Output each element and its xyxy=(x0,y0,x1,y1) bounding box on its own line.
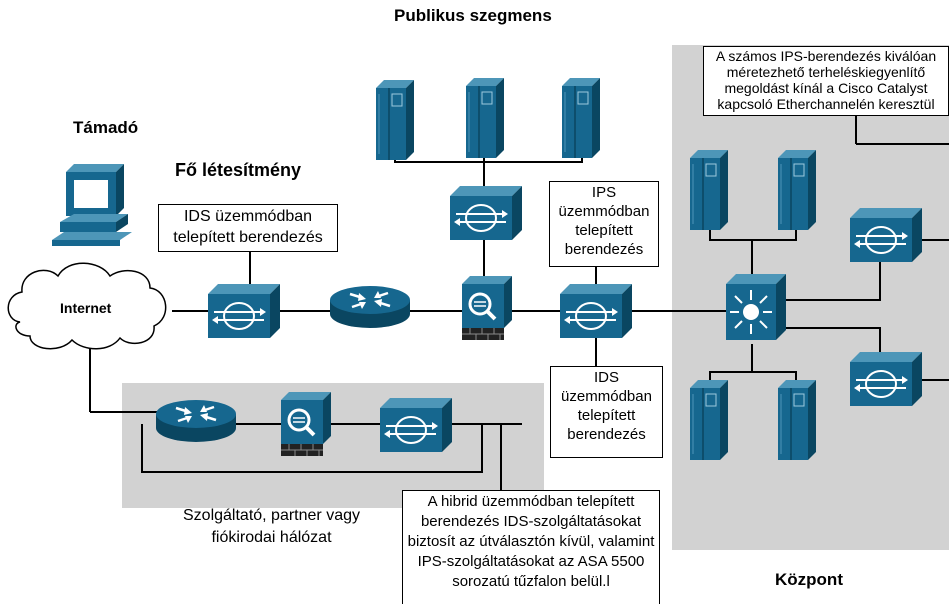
hybrid-callout: A hibrid üzemmódban telepített berendezé… xyxy=(402,490,660,604)
callout-line: A számos IPS-berendezés kiválóan xyxy=(715,48,937,64)
workstation-icon xyxy=(52,164,132,246)
router-icon xyxy=(328,284,412,330)
ips-sensor-icon xyxy=(449,185,523,241)
partner-network-line: Szolgáltató, partner vagy xyxy=(183,507,360,524)
attacker-label: Támadó xyxy=(73,118,139,137)
ips-sensor-icon xyxy=(849,351,923,407)
callout-line: berendezés xyxy=(567,426,646,443)
callout-line: telepített xyxy=(577,407,636,424)
firewall-inspector-icon xyxy=(460,274,514,342)
callout-line: telepített berendezés xyxy=(173,229,323,246)
cloud-icon xyxy=(7,262,167,350)
multilayer-switch-icon xyxy=(726,274,786,340)
callout-line: berendezés IDS-szolgáltatásokat xyxy=(420,513,642,530)
internet-label: Internet xyxy=(60,300,112,316)
headquarters-label: Központ xyxy=(775,570,843,589)
callout-line: üzemmódban xyxy=(558,203,650,220)
callout-line: A hibrid üzemmódban telepített xyxy=(427,493,635,510)
ips-sensor-icon xyxy=(849,207,923,263)
callout-line: sorozatú tűzfalon belül.l xyxy=(452,573,610,590)
callout-line: berendezés xyxy=(564,241,644,258)
callout-line: méretezhető terheléskiegyenlítő xyxy=(726,64,926,80)
server-icon xyxy=(689,379,729,461)
ids-main-callout: IDS üzemmódban telepített berendezés xyxy=(158,204,338,252)
main-facility-label: Fő létesítmény xyxy=(175,160,302,180)
server-icon xyxy=(561,77,601,159)
ids-sensor-icon xyxy=(379,397,453,453)
server-icon xyxy=(777,149,817,231)
server-icon xyxy=(777,379,817,461)
partner-network-line: fiókirodai hálózat xyxy=(211,529,332,546)
server-icon xyxy=(465,77,505,159)
callout-line: IPS-szolgáltatásokat az ASA 5500 xyxy=(417,553,645,570)
callout-line: telepített xyxy=(575,222,633,239)
router-icon xyxy=(154,398,238,444)
callout-line: IDS xyxy=(593,369,619,386)
server-icon xyxy=(689,149,729,231)
server-icon xyxy=(375,79,415,161)
callout-line: megoldást kínál a Cisco Catalyst xyxy=(724,80,928,96)
callout-line: kapcsoló Etherchannelén keresztül xyxy=(717,96,935,112)
ids-sensor-icon xyxy=(207,283,281,339)
callout-line: üzemmódban xyxy=(561,388,652,405)
ids-center-callout: IDS üzemmódban telepített berendezés xyxy=(550,366,663,458)
load-balancing-callout: A számos IPS-berendezés kiválóan méretez… xyxy=(703,46,949,116)
callout-line: IPS xyxy=(591,184,617,201)
callout-line: IDS üzemmódban xyxy=(183,208,313,225)
public-segment-title: Publikus szegmens xyxy=(394,6,552,25)
headquarters-zone xyxy=(672,45,949,550)
callout-line: biztosít az útválasztón kívül, valamint xyxy=(407,533,655,550)
ids-sensor-icon xyxy=(559,283,633,339)
partner-network-label: Szolgáltató, partner vagy fiókirodai hál… xyxy=(183,505,360,549)
ips-public-callout: IPS üzemmódban telepített berendezés xyxy=(549,181,659,267)
